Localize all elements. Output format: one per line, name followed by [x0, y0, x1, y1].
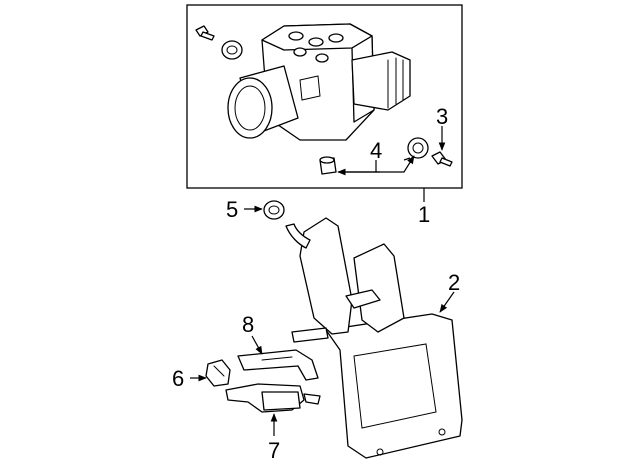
leader-part-8	[251, 335, 263, 355]
leader-part-2	[439, 291, 455, 313]
sensor-part-7	[225, 383, 321, 413]
callout-1: 1	[418, 202, 430, 227]
bolt-top-left	[195, 25, 215, 41]
callout-8: 8	[242, 312, 254, 337]
callout-4: 4	[370, 138, 382, 163]
callout-7: 7	[268, 438, 280, 463]
abs-actuator-unit	[227, 23, 411, 141]
callout-6: 6	[172, 366, 184, 391]
bolt-part-3	[431, 151, 453, 167]
bracket-part-8	[237, 349, 319, 381]
grommet-top-left	[221, 40, 243, 60]
bracket-part-2	[285, 217, 463, 459]
grommet-part-5	[263, 200, 285, 220]
grommet-part-4-right	[407, 137, 429, 159]
callout-2: 2	[448, 270, 460, 295]
callout-5: 5	[226, 197, 238, 222]
grommet-part-4-left	[319, 156, 337, 175]
assembly-box	[186, 4, 463, 189]
callout-3: 3	[436, 104, 448, 129]
clip-part-6	[205, 359, 231, 387]
